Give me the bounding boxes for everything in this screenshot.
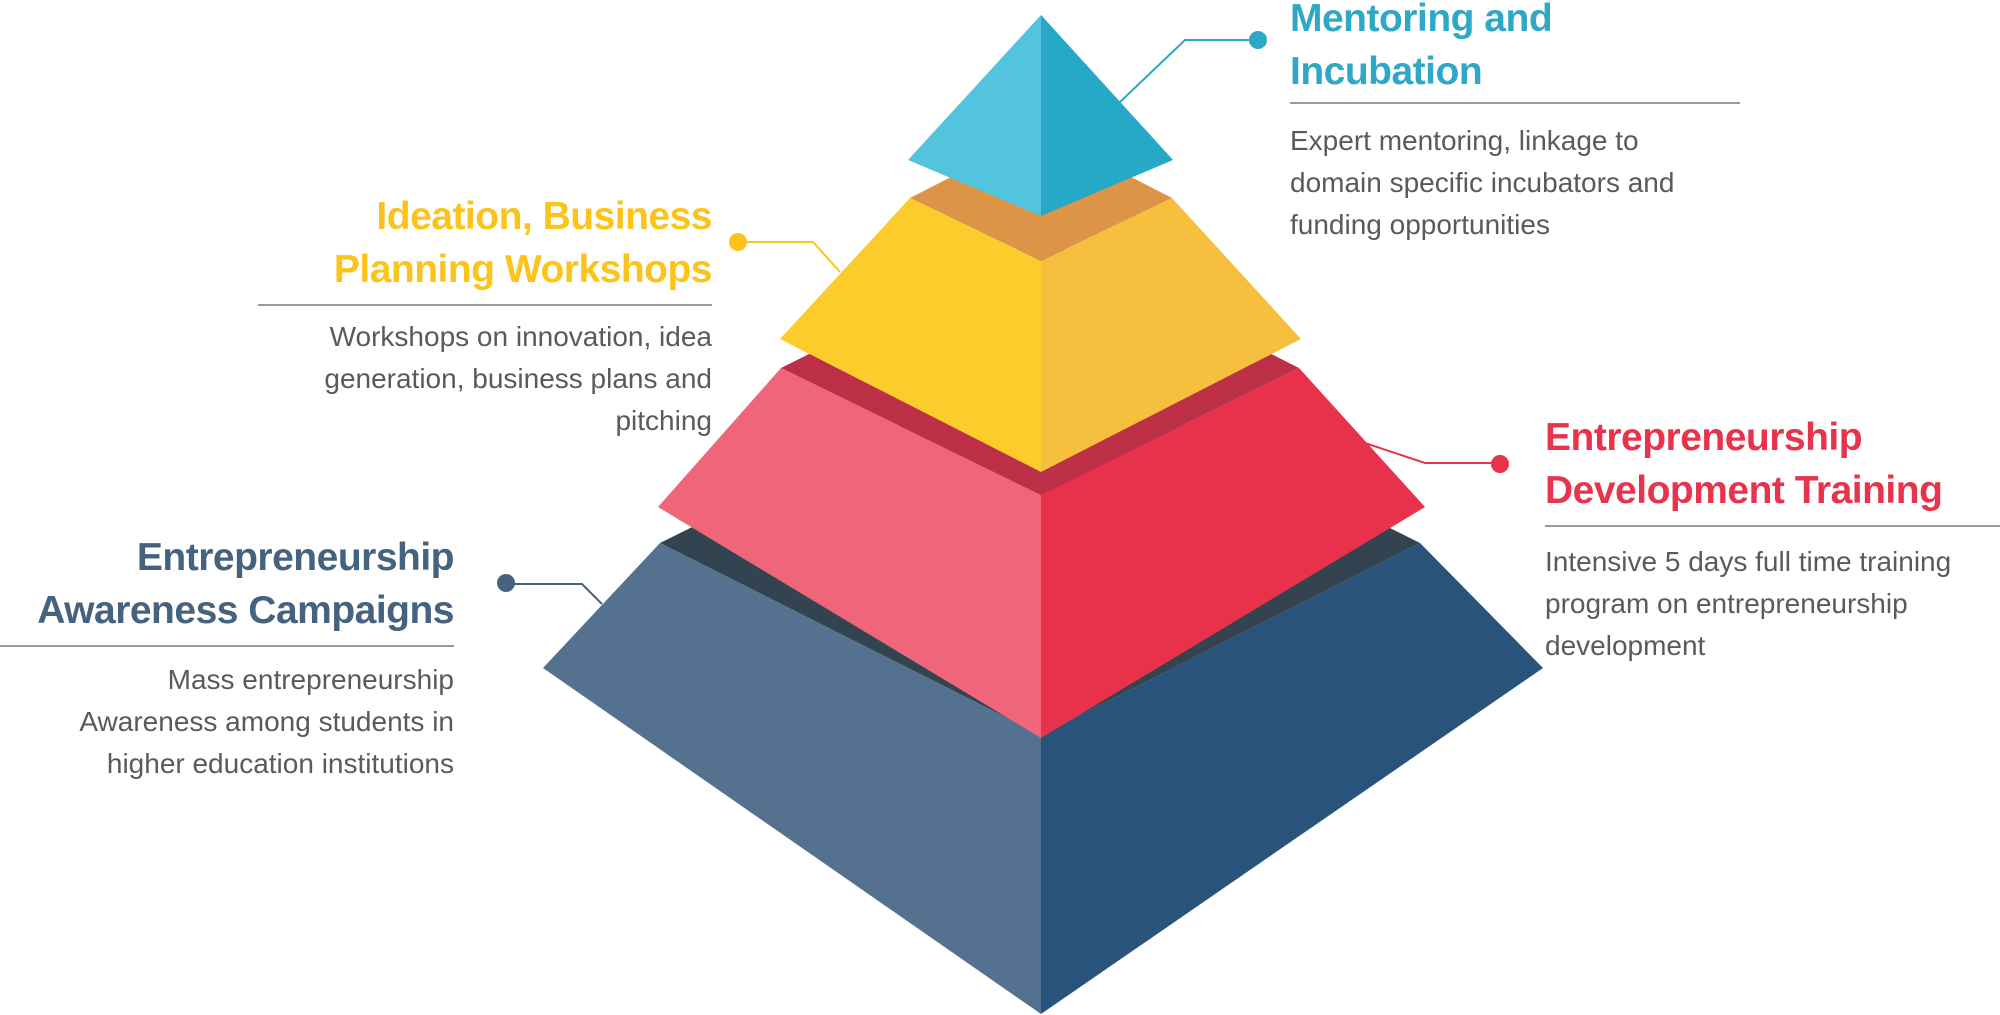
connector-dot-tier-1 (1249, 31, 1267, 49)
connector-tier-4 (497, 574, 603, 605)
tier-2-right-face (1041, 198, 1301, 472)
connector-dot-tier-3 (1491, 455, 1509, 473)
tier-2-title-line: Ideation, Business (376, 195, 712, 238)
tier-1-title: Mentoring and Incubation (1290, 0, 1740, 98)
tier-1-right-face (1041, 15, 1173, 216)
tier-1-title-line: Incubation (1290, 50, 1483, 93)
tier-4-right-face (1041, 543, 1543, 1014)
tier-3-callout: Entrepreneurship Development Training In… (1545, 411, 2000, 667)
connector-tier-3 (1361, 441, 1509, 473)
tier-2-desc-line: generation, business plans and (324, 363, 712, 394)
connector-tier-2 (729, 233, 841, 273)
tier-1-divider (1290, 102, 1740, 104)
tier-4-description: Mass entrepreneurship Awareness among st… (0, 659, 454, 785)
tier-4-desc-line: Awareness among students in (79, 706, 454, 737)
connector-dot-tier-2 (729, 233, 747, 251)
tier-3-title-line: Development Training (1545, 469, 1943, 512)
tier-2-desc-line: Workshops on innovation, idea (329, 321, 712, 352)
tier-4-title-line: Awareness Campaigns (37, 589, 454, 632)
tier-1-mentoring-layer (908, 15, 1173, 216)
tier-1-callout: Mentoring and Incubation Expert mentorin… (1290, 0, 1740, 246)
tier-1-desc-line: domain specific incubators and (1290, 167, 1675, 198)
tier-4-callout: Entrepreneurship Awareness Campaigns Mas… (0, 531, 455, 785)
tier-2-left-face (780, 198, 1041, 472)
tier-3-left-face (658, 368, 1041, 738)
tier-2-desc-line: pitching (615, 405, 712, 436)
tier-3-right-face (1041, 368, 1425, 738)
tier-1-description: Expert mentoring, linkage to domain spec… (1290, 120, 1740, 246)
tier-2-callout: Ideation, Business Planning Workshops Wo… (258, 190, 713, 442)
tier-2-divider (258, 304, 712, 306)
tier-3-title-line: Entrepreneurship (1545, 416, 1863, 459)
tier-1-title-line: Mentoring and (1290, 0, 1553, 40)
tier-3-desc-line: Intensive 5 days full time training (1545, 546, 1952, 577)
tier-3-description: Intensive 5 days full time training prog… (1545, 541, 2000, 667)
tier-3-desc-line: program on entrepreneurship (1545, 588, 1908, 619)
tier-2-title-line: Planning Workshops (333, 248, 713, 291)
tier-2-description: Workshops on innovation, idea generation… (258, 316, 712, 442)
tier-2-title: Ideation, Business Planning Workshops (258, 190, 713, 296)
tier-3-divider (1545, 525, 2000, 527)
tier-3-title: Entrepreneurship Development Training (1545, 411, 2000, 517)
tier-4-desc-line: Mass entrepreneurship (167, 664, 454, 695)
tier-1-left-face (908, 15, 1041, 216)
connector-dot-tier-4 (497, 574, 515, 592)
connector-tier-1 (1119, 31, 1267, 103)
tier-1-desc-line: Expert mentoring, linkage to (1290, 125, 1639, 156)
tier-1-desc-line: funding opportunities (1290, 209, 1550, 240)
tier-4-title: Entrepreneurship Awareness Campaigns (0, 531, 454, 637)
tier-4-divider (0, 645, 454, 647)
tier-3-desc-line: development (1545, 630, 1706, 661)
tier-4-desc-line: higher education institutions (106, 748, 454, 779)
tier-4-title-line: Entrepreneurship (136, 536, 455, 579)
tier-4-left-face (543, 543, 1041, 1014)
